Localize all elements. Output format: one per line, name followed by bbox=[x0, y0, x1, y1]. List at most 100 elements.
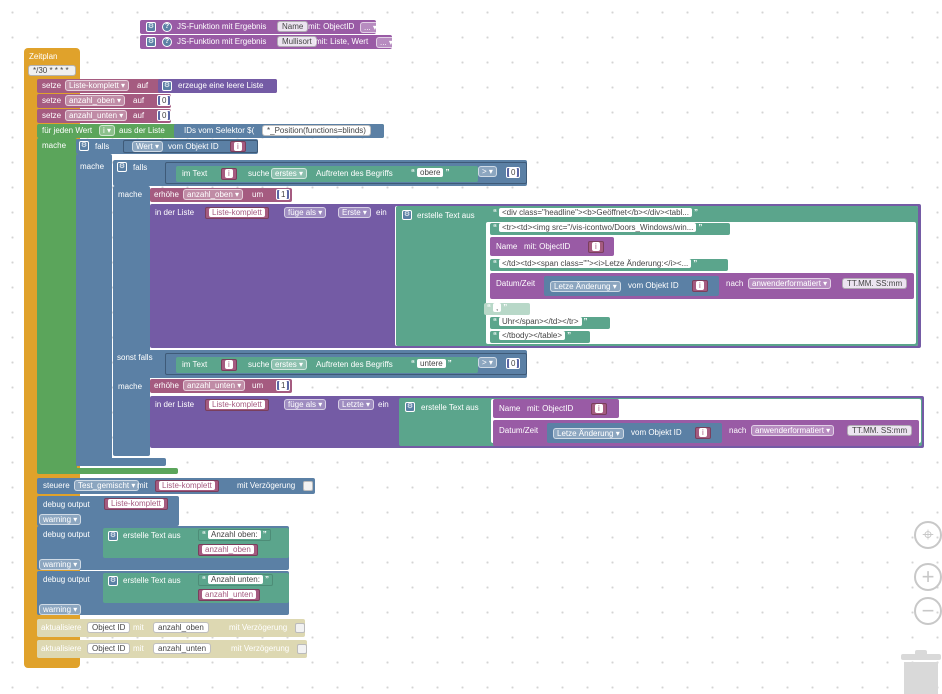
delay-checkbox[interactable] bbox=[295, 623, 305, 633]
insert-position-dropdown[interactable]: Letzte ▾ bbox=[338, 399, 375, 410]
gear-icon[interactable]: ⚙ bbox=[146, 22, 156, 32]
text-search-block[interactable]: im Text i suche erstes ▾ Auftreten des B… bbox=[176, 166, 478, 182]
list-var-block[interactable]: Liste-komplett bbox=[205, 207, 269, 219]
search-mode-dropdown[interactable]: erstes ▾ bbox=[271, 359, 308, 370]
foreach-block[interactable]: für jeden Wert i ▾ aus der Liste IDs vom… bbox=[37, 124, 384, 138]
text-item-3[interactable]: “</td><td><span class=""><i>Letze Änderu… bbox=[490, 259, 728, 271]
text-item-4[interactable]: “,” bbox=[484, 303, 530, 315]
var-i-block[interactable]: i bbox=[221, 359, 237, 371]
update-block-unten[interactable]: aktualisiere Object ID mit anzahl_unten … bbox=[37, 640, 307, 658]
function-more[interactable]: ... ▾ bbox=[376, 37, 397, 48]
number-block[interactable]: 0 bbox=[157, 95, 172, 106]
function-name-field[interactable]: Name bbox=[277, 21, 309, 32]
log-level-dropdown[interactable]: warning ▾ bbox=[39, 514, 82, 525]
text-item-1[interactable]: “<div class="headline"><b>Geöffnet</b></… bbox=[490, 208, 726, 220]
target-dropdown[interactable]: Test_gemischt ▾ bbox=[74, 480, 140, 491]
setze-unten-block[interactable]: setze anzahl_unten ▾ auf 0 bbox=[37, 109, 172, 123]
steuere-block[interactable]: steuere Test_gemischt ▾ mit Liste-komple… bbox=[37, 478, 315, 494]
debug-block-3[interactable]: debug output ⚙ erstelle Text aus “Anzahl… bbox=[37, 571, 289, 615]
recenter-button[interactable]: ⌖ bbox=[914, 521, 942, 549]
gear-icon[interactable]: ⚙ bbox=[162, 81, 172, 91]
var-i-block[interactable]: i bbox=[221, 168, 237, 180]
function-block-name[interactable]: ⚙ ? JS-Funktion mit Ergebnis Name mit: O… bbox=[140, 20, 381, 34]
create-empty-list-block[interactable]: ⚙ erzeuge eine leere Liste bbox=[158, 79, 277, 93]
var-i-block[interactable]: i bbox=[591, 403, 607, 415]
number-block[interactable]: 0 bbox=[157, 110, 172, 121]
operator-dropdown[interactable]: > ▾ bbox=[478, 357, 497, 368]
number-block[interactable]: 1 bbox=[276, 189, 291, 200]
gear-icon[interactable]: ⚙ bbox=[108, 531, 118, 541]
var-i-block[interactable]: i bbox=[695, 427, 711, 439]
text-item[interactable]: “Anzahl unten:” bbox=[198, 574, 273, 586]
timestamp-block[interactable]: Letze Änderung ▾ vom Objekt ID i bbox=[547, 423, 722, 443]
debug-block-1[interactable]: debug output Liste-komplett warning ▾ bbox=[37, 496, 179, 526]
timestamp-attr-dropdown[interactable]: Letze Änderung ▾ bbox=[550, 281, 621, 292]
list-var-block[interactable]: Liste-komplett bbox=[104, 498, 168, 510]
delay-checkbox[interactable] bbox=[303, 481, 313, 491]
datetime-function-call[interactable]: Datum/Zeit Letze Änderung ▾ vom Objekt I… bbox=[490, 273, 914, 299]
text-item-5[interactable]: “Uhr</span></td></tr>” bbox=[490, 317, 610, 329]
object-id-field[interactable]: Object ID bbox=[87, 643, 131, 654]
name-function-call[interactable]: Name mit: ObjectID i bbox=[493, 399, 619, 418]
var-field[interactable]: anzahl_unten bbox=[153, 643, 212, 654]
var-dropdown[interactable]: Liste-komplett ▾ bbox=[65, 80, 130, 91]
var-dropdown[interactable]: anzahl_unten ▾ bbox=[65, 110, 128, 121]
gear-icon[interactable]: ⚙ bbox=[79, 141, 89, 151]
loop-var-dropdown[interactable]: i ▾ bbox=[99, 125, 116, 136]
selector-block[interactable]: IDs vom Selektor $( *_Position(functions… bbox=[174, 124, 384, 138]
format-dropdown[interactable]: anwenderformatiert ▾ bbox=[748, 278, 832, 289]
format-dropdown[interactable]: anwenderformatiert ▾ bbox=[751, 425, 835, 436]
gear-icon[interactable]: ⚙ bbox=[146, 37, 156, 47]
number-block[interactable]: 1 bbox=[276, 380, 291, 391]
get-value-block[interactable]: Wert ▾ vom Objekt ID i bbox=[123, 140, 258, 153]
var-i-block[interactable]: i bbox=[588, 241, 604, 253]
text-search-block[interactable]: im Text i suche erstes ▾ Auftreten des B… bbox=[176, 357, 478, 373]
operator-dropdown[interactable]: > ▾ bbox=[478, 166, 497, 177]
var-dropdown[interactable]: anzahl_oben ▾ bbox=[65, 95, 126, 106]
search-mode-dropdown[interactable]: erstes ▾ bbox=[271, 168, 308, 179]
var-dropdown[interactable]: anzahl_unten ▾ bbox=[183, 380, 246, 391]
help-icon[interactable]: ? bbox=[162, 22, 172, 32]
timestamp-attr-dropdown[interactable]: Letze Änderung ▾ bbox=[553, 428, 624, 439]
var-block[interactable]: anzahl_oben bbox=[198, 544, 258, 556]
gear-icon[interactable]: ⚙ bbox=[108, 576, 118, 586]
datetime-function-call[interactable]: Datum/Zeit Letze Änderung ▾ vom Objekt I… bbox=[493, 420, 919, 446]
zoom-in-button[interactable]: + bbox=[914, 563, 942, 591]
var-i-block[interactable]: i bbox=[692, 280, 708, 292]
format-field[interactable]: TT.MM. SS:mm bbox=[842, 278, 908, 289]
var-field[interactable]: anzahl_oben bbox=[153, 622, 209, 633]
zoom-out-button[interactable]: − bbox=[914, 597, 942, 625]
number-block[interactable]: 0 bbox=[506, 167, 521, 178]
increment-unten-block[interactable]: erhöhe anzahl_unten ▾ um 1 bbox=[150, 379, 292, 393]
search-term-block[interactable]: “untere” bbox=[408, 359, 455, 371]
text-item-2[interactable]: “<tr><td><img src="/vis-icontwo/Doors_Wi… bbox=[490, 223, 730, 235]
gear-icon[interactable]: ⚙ bbox=[117, 162, 127, 172]
setze-liste-block[interactable]: setze Liste-komplett ▾ auf ⚙ erzeuge ein… bbox=[37, 79, 277, 93]
update-block-oben[interactable]: aktualisiere Object ID mit anzahl_oben m… bbox=[37, 619, 305, 637]
schedule-cron-field[interactable]: */30 * * * * bbox=[28, 65, 76, 76]
var-block[interactable]: anzahl_unten bbox=[198, 589, 261, 601]
selector-field[interactable]: *_Position(functions=blinds) bbox=[262, 125, 371, 136]
function-more[interactable]: ... ▾ bbox=[360, 22, 381, 33]
insert-position-dropdown[interactable]: Erste ▾ bbox=[338, 207, 371, 218]
attr-dropdown[interactable]: Wert ▾ bbox=[132, 141, 163, 152]
name-function-call[interactable]: Name mit: ObjectID i bbox=[490, 237, 614, 256]
list-var-block[interactable]: Liste-komplett bbox=[155, 480, 219, 492]
setze-oben-block[interactable]: setze anzahl_oben ▾ auf 0 bbox=[37, 94, 172, 108]
else-if-block[interactable]: sonst falls im Text i suche erstes ▾ Auf… bbox=[113, 350, 527, 378]
number-block[interactable]: 0 bbox=[506, 358, 521, 369]
trash-icon[interactable] bbox=[899, 650, 942, 694]
object-id-field[interactable]: Object ID bbox=[87, 622, 131, 633]
insert-mode-dropdown[interactable]: füge als ▾ bbox=[284, 399, 327, 410]
compare-block[interactable]: im Text i suche erstes ▾ Auftreten des B… bbox=[165, 162, 527, 184]
if-block-outer[interactable]: ⚙ falls Wert ▾ vom Objekt ID i bbox=[76, 139, 258, 154]
function-block-mullisort[interactable]: ⚙ ? JS-Funktion mit Ergebnis Mullisort m… bbox=[140, 35, 397, 49]
increment-oben-block[interactable]: erhöhe anzahl_oben ▾ um 1 bbox=[150, 188, 292, 202]
if-block-inner[interactable]: ⚙ falls im Text i suche erstes ▾ Auftret… bbox=[113, 160, 527, 186]
function-name-field[interactable]: Mullisort bbox=[277, 36, 317, 47]
gear-icon[interactable]: ⚙ bbox=[402, 210, 412, 220]
delay-checkbox[interactable] bbox=[297, 644, 307, 654]
text-item-6[interactable]: “</tbody></table>” bbox=[490, 331, 590, 343]
format-field[interactable]: TT.MM. SS:mm bbox=[847, 425, 913, 436]
var-dropdown[interactable]: anzahl_oben ▾ bbox=[183, 189, 244, 200]
